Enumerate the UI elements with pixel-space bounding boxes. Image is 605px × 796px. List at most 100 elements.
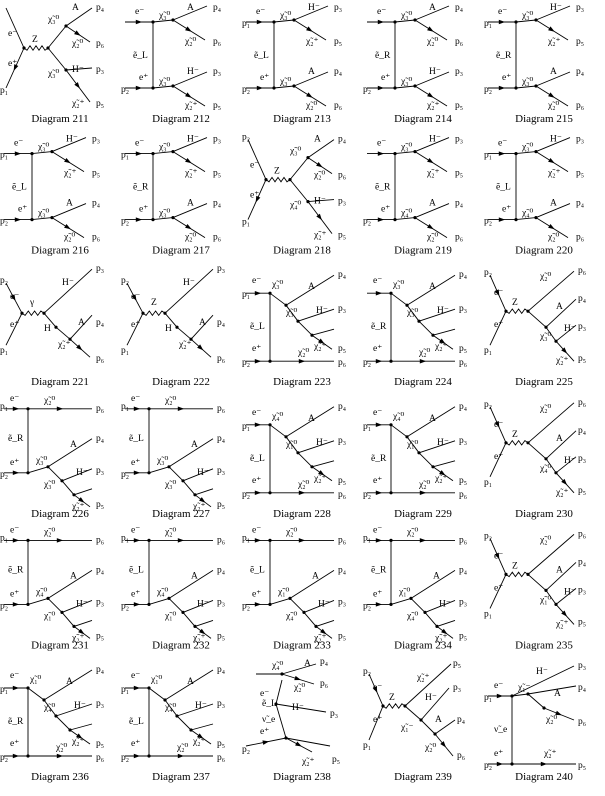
diagram-caption: Diagram 226 bbox=[31, 508, 89, 520]
propagator-line bbox=[65, 67, 93, 71]
vertex-dot bbox=[64, 68, 68, 72]
particle-label: χ̃₁⁻ bbox=[400, 722, 414, 733]
propagator-label: ẽ_L bbox=[254, 51, 269, 61]
vertex-dot bbox=[26, 686, 30, 690]
arrow-icon bbox=[262, 740, 270, 745]
vertex-dot bbox=[147, 471, 151, 475]
arrow-icon bbox=[306, 26, 313, 32]
vertex-dot bbox=[171, 150, 175, 154]
vertex-dot bbox=[314, 624, 318, 628]
particle-label: A bbox=[556, 302, 563, 312]
particle-label: χ̃₂⁺ bbox=[555, 618, 569, 629]
momentum-label: p₂ bbox=[121, 753, 129, 763]
propagator-line bbox=[289, 570, 335, 599]
particle-label: χ̃₂⁺ bbox=[192, 632, 206, 643]
particle-label: χ̃₃⁰ bbox=[539, 331, 552, 342]
vertex-dot bbox=[147, 538, 151, 542]
propagator-line bbox=[297, 320, 313, 336]
particle-label: A bbox=[66, 677, 73, 687]
particle-label: e⁻ bbox=[377, 7, 386, 17]
boson-label: Z bbox=[32, 35, 38, 45]
vertex-dot bbox=[526, 572, 530, 576]
propagator-line bbox=[43, 312, 57, 328]
particle-label: χ̃₁⁰ bbox=[285, 439, 298, 450]
momentum-label: p₄ bbox=[459, 402, 467, 412]
vertex-dot bbox=[20, 311, 24, 315]
particle-label: χ̃₂⁺ bbox=[313, 341, 327, 352]
momentum-label: p₄ bbox=[338, 270, 346, 280]
particle-label: H⁻ bbox=[550, 3, 562, 13]
vertex-dot bbox=[54, 325, 58, 329]
momentum-label: p₂ bbox=[484, 400, 492, 410]
arrow-icon bbox=[197, 733, 204, 739]
propagator-line bbox=[152, 217, 174, 221]
particle-label: χ̃₃⁰ bbox=[164, 479, 177, 490]
particle-label: χ̃₂⁰ bbox=[293, 682, 306, 693]
propagator-line bbox=[424, 612, 438, 627]
momentum-label: p₅ bbox=[96, 631, 104, 641]
propagator-line bbox=[27, 466, 49, 474]
boson-label: Z bbox=[512, 430, 518, 440]
vertex-dot bbox=[68, 728, 72, 732]
propagator-line bbox=[182, 480, 196, 496]
particle-label: χ̃₂⁰ bbox=[55, 742, 68, 753]
momentum-label: p₁ bbox=[0, 533, 8, 543]
arrow-icon bbox=[12, 406, 20, 412]
propagator-line bbox=[43, 268, 93, 314]
arrow-icon bbox=[561, 478, 568, 486]
particle-label: χ̃₃⁰ bbox=[400, 10, 413, 21]
particle-label: A bbox=[433, 571, 440, 581]
momentum-label: p₆ bbox=[334, 101, 342, 111]
vertex-dot bbox=[544, 325, 548, 329]
particle-label: e⁺ bbox=[252, 344, 261, 354]
particle-label: χ̃₄⁰ bbox=[271, 411, 284, 422]
particle-label: A bbox=[550, 67, 557, 77]
particle-label: e⁻ bbox=[373, 525, 382, 535]
momentum-label: p₅ bbox=[338, 631, 346, 641]
momentum-label: p₆ bbox=[338, 358, 346, 368]
momentum-label: p₄ bbox=[578, 294, 586, 304]
diagram-caption: Diagram 236 bbox=[31, 771, 89, 783]
vertex-dot bbox=[272, 20, 276, 24]
vertex-dot bbox=[175, 714, 179, 718]
vertex-dot bbox=[419, 718, 423, 722]
momentum-label: p₂ bbox=[363, 667, 371, 677]
particle-label: χ̃₂⁰ bbox=[545, 714, 558, 725]
particle-label: χ̃₂⁰ bbox=[43, 395, 56, 406]
momentum-label: p₆ bbox=[96, 404, 104, 414]
momentum-label: p₂ bbox=[121, 470, 129, 480]
momentum-label: p₅ bbox=[213, 101, 221, 111]
momentum-label: p₆ bbox=[459, 490, 467, 500]
diagram-caption: Diagram 234 bbox=[394, 639, 452, 651]
propagator-line bbox=[275, 679, 283, 705]
particle-label: e⁻ bbox=[131, 525, 140, 535]
vertex-dot bbox=[534, 18, 538, 22]
propagator-line bbox=[182, 468, 214, 482]
diagram-caption: Diagram 230 bbox=[515, 508, 573, 520]
arrow-icon bbox=[498, 19, 506, 25]
particle-label: e⁺ bbox=[10, 320, 19, 330]
propagator-line bbox=[69, 723, 93, 731]
propagator-line bbox=[489, 574, 507, 609]
particle-label: e⁺ bbox=[131, 589, 140, 599]
momentum-label: p₃ bbox=[96, 264, 104, 274]
momentum-label: p₃ bbox=[455, 67, 463, 77]
propagator-line bbox=[73, 488, 93, 496]
arrow-icon bbox=[419, 538, 427, 543]
particle-label: e⁺ bbox=[373, 344, 382, 354]
vertex-dot bbox=[544, 457, 548, 461]
propagator-line bbox=[182, 612, 196, 627]
particle-label: H⁻ bbox=[425, 693, 437, 703]
particle-label: e⁻ bbox=[131, 671, 140, 681]
vertex-dot bbox=[151, 20, 155, 24]
propagator-line bbox=[303, 612, 317, 627]
propagator-line bbox=[55, 715, 71, 731]
propagator-line bbox=[43, 699, 57, 717]
momentum-label: p₅ bbox=[578, 354, 586, 364]
momentum-label: p₄ bbox=[459, 565, 467, 575]
boson-propagator bbox=[505, 308, 529, 315]
momentum-label: p₄ bbox=[92, 199, 100, 209]
diagram-caption: Diagram 231 bbox=[31, 639, 89, 651]
propagator-line bbox=[545, 458, 557, 474]
